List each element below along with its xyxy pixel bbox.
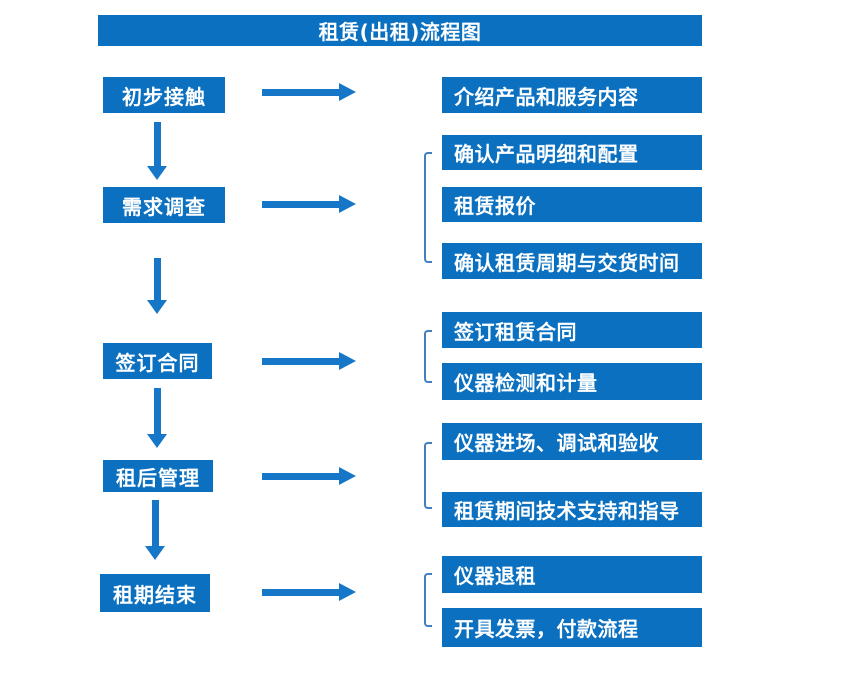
arrow-right-icon <box>262 83 356 101</box>
flowchart-title: 租赁(出租)流程图 <box>98 15 702 46</box>
step-box-rental-end: 租期结束 <box>100 574 210 612</box>
detail-box-instrument-return: 仪器退租 <box>442 556 702 593</box>
detail-box-confirm-product-config: 确认产品明细和配置 <box>442 135 702 170</box>
step-box-initial-contact: 初步接触 <box>103 77 225 113</box>
detail-box-rental-quotation: 租赁报价 <box>442 187 702 222</box>
arrow-down-icon <box>147 122 167 180</box>
detail-box-introduce-products: 介绍产品和服务内容 <box>442 77 702 113</box>
left-bracket <box>424 442 432 509</box>
detail-box-technical-support: 租赁期间技术支持和指导 <box>442 492 702 527</box>
step-box-sign-contract: 签订合同 <box>103 343 212 379</box>
detail-box-invoice-payment: 开具发票，付款流程 <box>442 608 702 647</box>
arrow-down-icon <box>145 500 165 560</box>
detail-box-instrument-testing: 仪器检测和计量 <box>442 363 702 400</box>
arrow-down-icon <box>147 258 167 314</box>
arrow-right-icon <box>262 352 356 370</box>
detail-box-instrument-entry-acceptance: 仪器进场、调试和验收 <box>442 423 702 460</box>
detail-box-sign-rental-contract: 签订租赁合同 <box>442 312 702 348</box>
step-box-post-rental-management: 租后管理 <box>103 460 213 492</box>
left-bracket <box>424 330 432 383</box>
step-box-demand-survey: 需求调查 <box>103 187 225 223</box>
arrow-right-icon <box>262 195 356 213</box>
arrow-right-icon <box>262 467 356 485</box>
left-bracket <box>424 573 432 627</box>
left-bracket <box>424 152 432 263</box>
detail-box-confirm-period-delivery: 确认租赁周期与交货时间 <box>442 243 702 279</box>
arrow-down-icon <box>147 388 167 448</box>
arrow-right-icon <box>262 583 356 601</box>
